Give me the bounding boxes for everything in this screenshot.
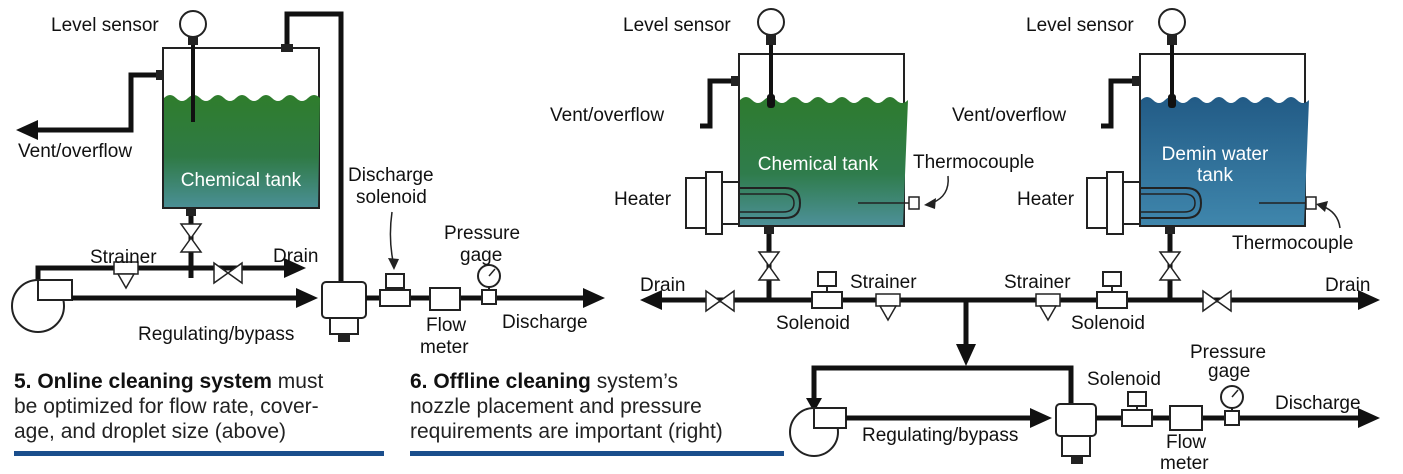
thermocouple-label: Thermocouple <box>913 152 1034 173</box>
discharge-solenoid: Discharge solenoid <box>348 165 434 307</box>
vent-label: Vent/overflow <box>952 105 1066 126</box>
vent-overflow-b: Vent/overflow <box>952 76 1140 129</box>
solenoid-c: Solenoid <box>1087 369 1161 427</box>
level-sensor-b: Level sensor <box>1026 8 1186 108</box>
tank-label-2: tank <box>1197 165 1233 186</box>
pressure-gage-label-2: gage <box>1208 361 1250 382</box>
strainer-label: Strainer <box>1004 272 1071 293</box>
flow-meter-label-2: meter <box>1160 453 1209 474</box>
solenoid-label: Solenoid <box>1071 313 1145 334</box>
strainer-b: Strainer <box>1004 272 1071 322</box>
drain-label: Drain <box>1325 275 1370 296</box>
pump-icon <box>11 279 73 333</box>
valve-icon <box>757 251 781 281</box>
valve-icon <box>179 223 203 253</box>
regulating-label: Regulating/bypass <box>138 324 294 345</box>
pressure-gage-left: Pressure gage <box>444 223 520 305</box>
caption-figure-5: 5. Online cleaning system must be optimi… <box>14 369 394 444</box>
caption-6-rule <box>410 451 784 456</box>
vent-overflow-a: Vent/overflow <box>550 76 739 129</box>
strainer-icon <box>113 261 139 290</box>
level-sensor-a: Level sensor <box>623 8 785 108</box>
heater-b: Heater <box>1017 171 1141 235</box>
valve-icon <box>1158 251 1182 281</box>
tank-label: Chemical tank <box>758 154 879 175</box>
level-sensor-left: Level sensor <box>51 10 207 122</box>
heater-label: Heater <box>614 189 672 210</box>
caption-5-line2: be optimized for flow rate, cover- <box>14 395 319 418</box>
caption-6-rest: system’s <box>590 370 679 393</box>
heater-label: Heater <box>1017 189 1075 210</box>
level-sensor-label: Level sensor <box>623 15 731 36</box>
heater-a: Heater <box>614 171 740 235</box>
drain-valve-icon <box>213 261 243 285</box>
caption-5-rule <box>14 451 384 456</box>
solenoid-label: Solenoid <box>776 313 850 334</box>
solenoid-b: Solenoid <box>1071 271 1145 334</box>
strainer-label: Strainer <box>850 272 917 293</box>
flow-meter-label-2: meter <box>420 337 469 358</box>
offline-cleaning-system: Chemical tank Heater Thermocouple Level … <box>550 8 1380 474</box>
level-sensor-label: Level sensor <box>51 15 159 36</box>
pressure-gage-label-1: Pressure <box>444 223 520 244</box>
discharge-solenoid-label-1: Discharge <box>348 165 434 186</box>
discharge-solenoid-label-2: solenoid <box>356 187 427 208</box>
tank-label-1: Demin water <box>1162 144 1269 165</box>
caption-5-bold: 5. Online cleaning system <box>14 370 272 393</box>
pressure-gage-label-2: gage <box>460 245 502 266</box>
strainer-label: Strainer <box>90 247 157 268</box>
online-cleaning-system: Chemical tank Level sensor Vent/overflow <box>11 10 605 358</box>
demin-water-tank: Demin water tank <box>1113 53 1317 227</box>
regulating-bypass-valve: Regulating/bypass <box>138 281 367 345</box>
chemical-tank-left: Chemical tank <box>162 47 320 209</box>
drain-valve-icon <box>1202 289 1232 313</box>
regulating-bypass-valve: Regulating/bypass <box>862 403 1097 464</box>
caption-6-line3: requirements are important (right) <box>410 420 723 443</box>
vent-label: Vent/overflow <box>550 105 664 126</box>
strainer-a: Strainer <box>850 272 917 322</box>
pump-icon <box>789 407 847 457</box>
chemical-tank-right: Chemical tank <box>712 53 920 227</box>
flow-meter-right: Flow meter <box>1160 405 1209 474</box>
solenoid-a: Solenoid <box>776 271 850 334</box>
vent-overflow-left: Vent/overflow <box>16 70 164 162</box>
pressure-gage-right: Pressure gage <box>1190 342 1266 426</box>
thermocouple-label: Thermocouple <box>1232 233 1353 254</box>
vent-label: Vent/overflow <box>18 141 132 162</box>
drain-label: Drain <box>640 275 685 296</box>
pressure-gage-label-1: Pressure <box>1190 342 1266 363</box>
solenoid-label: Solenoid <box>1087 369 1161 390</box>
caption-5-line3: age, and droplet size (above) <box>14 420 287 443</box>
drain-label: Drain <box>273 246 318 267</box>
level-sensor-label: Level sensor <box>1026 15 1134 36</box>
caption-figure-6: 6. Offline cleaning system’s nozzle plac… <box>410 369 790 444</box>
caption-6-bold: 6. Offline cleaning <box>410 370 591 393</box>
tank-label: Chemical tank <box>181 170 302 191</box>
return-pipe <box>284 11 344 288</box>
flow-meter-left: Flow meter <box>420 287 469 358</box>
regulating-label: Regulating/bypass <box>862 425 1018 446</box>
caption-6-line2: nozzle placement and pressure <box>410 395 702 418</box>
flow-meter-label-1: Flow <box>426 315 466 336</box>
caption-5-rest: must <box>271 370 324 393</box>
flow-meter-label-1: Flow <box>1166 432 1206 453</box>
discharge-label: Discharge <box>1275 393 1361 414</box>
discharge-label: Discharge <box>502 312 588 333</box>
drain-valve-icon <box>705 289 735 313</box>
